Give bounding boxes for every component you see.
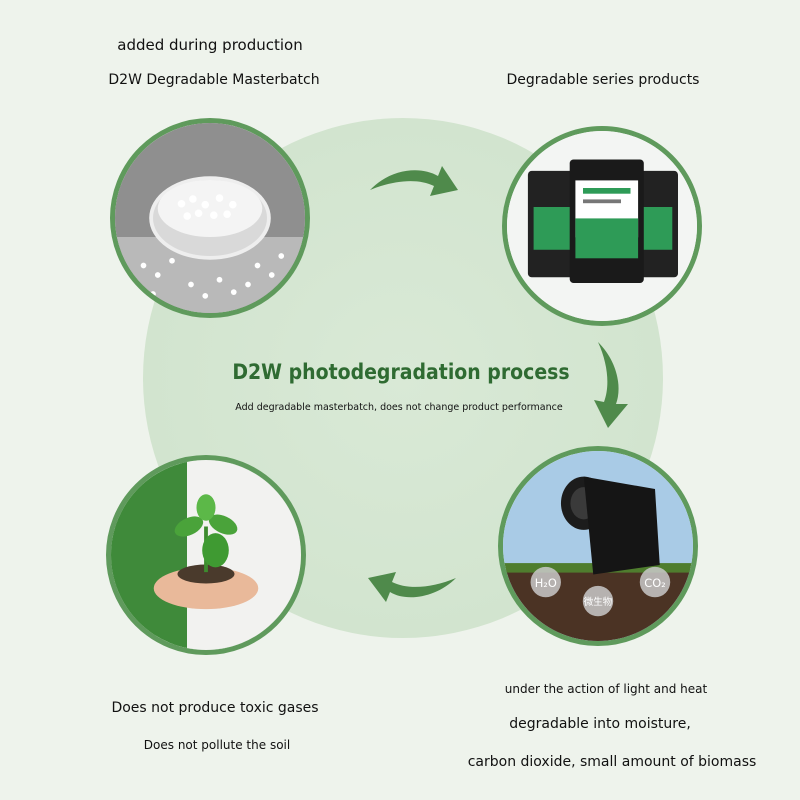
no-soil-pollution-caption: Does not pollute the soil: [143, 738, 291, 752]
arrow-right-icon: [366, 158, 460, 204]
process-subtitle: Add degradable masterbatch, does not cha…: [235, 402, 563, 413]
degradable-products-photo: [502, 126, 702, 326]
degradation-result-line2: carbon dioxide, small amount of biomass: [467, 754, 757, 770]
degradation-result-line1: degradable into moisture,: [509, 716, 691, 732]
microbe-label: 微生物: [584, 596, 613, 608]
no-toxic-gases-caption: Does not produce toxic gases: [111, 700, 319, 716]
process-title: D2W photodegradation process: [232, 360, 570, 384]
light-heat-caption: under the action of light and heat: [504, 682, 708, 696]
products-caption: Degradable series products: [506, 72, 700, 88]
film-roll-soil-photo: H₂O 微生物 CO₂: [498, 446, 698, 646]
co2-label: CO₂: [644, 576, 666, 590]
seedling-hands-photo: [106, 455, 306, 655]
arrow-left-icon: [366, 564, 460, 610]
masterbatch-pellets-photo: [110, 118, 310, 318]
arrow-down-icon: [588, 338, 636, 430]
h2o-label: H₂O: [535, 576, 557, 590]
masterbatch-caption-line2: D2W Degradable Masterbatch: [108, 72, 320, 88]
masterbatch-caption-line1: added during production: [117, 36, 303, 54]
